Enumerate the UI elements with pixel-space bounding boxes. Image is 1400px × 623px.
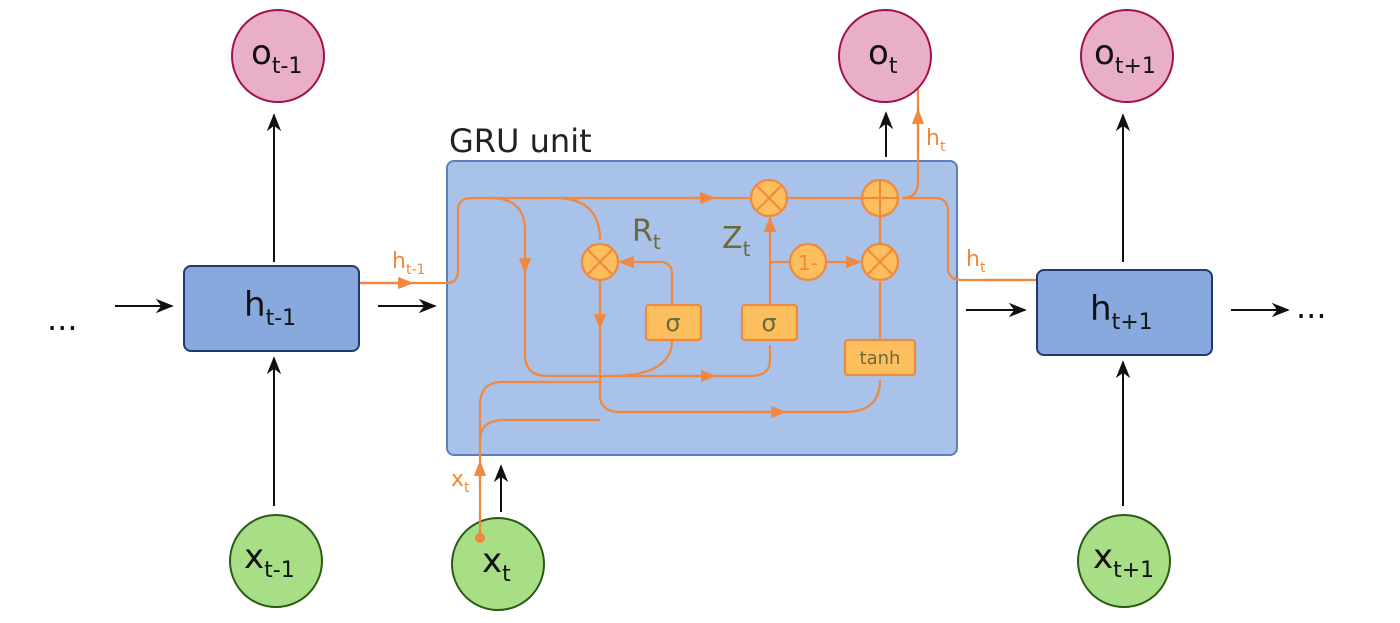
h-prev-block: ht-1 xyxy=(183,265,360,352)
svg-text:ht+1: ht+1 xyxy=(1090,289,1153,335)
svg-text:xt-1: xt-1 xyxy=(244,537,295,583)
svg-text:ot+1: ot+1 xyxy=(1094,33,1156,79)
o-cur-node: ot xyxy=(838,9,932,103)
z-gate-label: Zt xyxy=(722,221,751,261)
svg-text:σ: σ xyxy=(761,309,776,337)
sigma-z-gate: σ xyxy=(740,303,799,342)
h-out-label: ht xyxy=(966,247,986,276)
svg-text:1-: 1- xyxy=(798,251,818,275)
svg-text:xt: xt xyxy=(482,541,511,587)
r-multiply-op xyxy=(580,242,620,282)
svg-text:σ: σ xyxy=(665,309,680,337)
z-multiply-op xyxy=(749,178,789,218)
x-prev-node: xt-1 xyxy=(229,514,323,608)
x-cur-node: xt xyxy=(451,517,545,611)
h-next-block: ht+1 xyxy=(1036,269,1213,356)
black-connections xyxy=(115,111,1290,512)
h-up-label: ht xyxy=(926,126,946,155)
tanh-gate: tanh xyxy=(843,338,917,377)
sigma-r-gate: σ xyxy=(644,303,703,342)
ellipsis-right: ... xyxy=(1296,288,1327,326)
svg-text:xt+1: xt+1 xyxy=(1093,537,1154,583)
o-prev-node: ot-1 xyxy=(231,9,325,103)
orange-signal-paths xyxy=(330,60,1055,538)
o-next-node: ot+1 xyxy=(1080,9,1174,103)
x-next-node: xt+1 xyxy=(1077,514,1171,608)
x-in-label: xt xyxy=(451,467,470,496)
h-in-label: ht-1 xyxy=(392,249,425,278)
ellipsis-left: ... xyxy=(47,300,78,338)
svg-text:ot-1: ot-1 xyxy=(251,33,302,79)
svg-text:ht-1: ht-1 xyxy=(244,285,296,331)
gru-unit-title: GRU unit xyxy=(449,122,592,160)
one-minus-op: 1- xyxy=(788,242,828,282)
candidate-multiply-op xyxy=(860,242,900,282)
sum-op xyxy=(860,178,900,218)
svg-text:tanh: tanh xyxy=(860,348,901,369)
r-gate-label: Rt xyxy=(632,214,661,254)
svg-text:ot: ot xyxy=(868,33,898,79)
